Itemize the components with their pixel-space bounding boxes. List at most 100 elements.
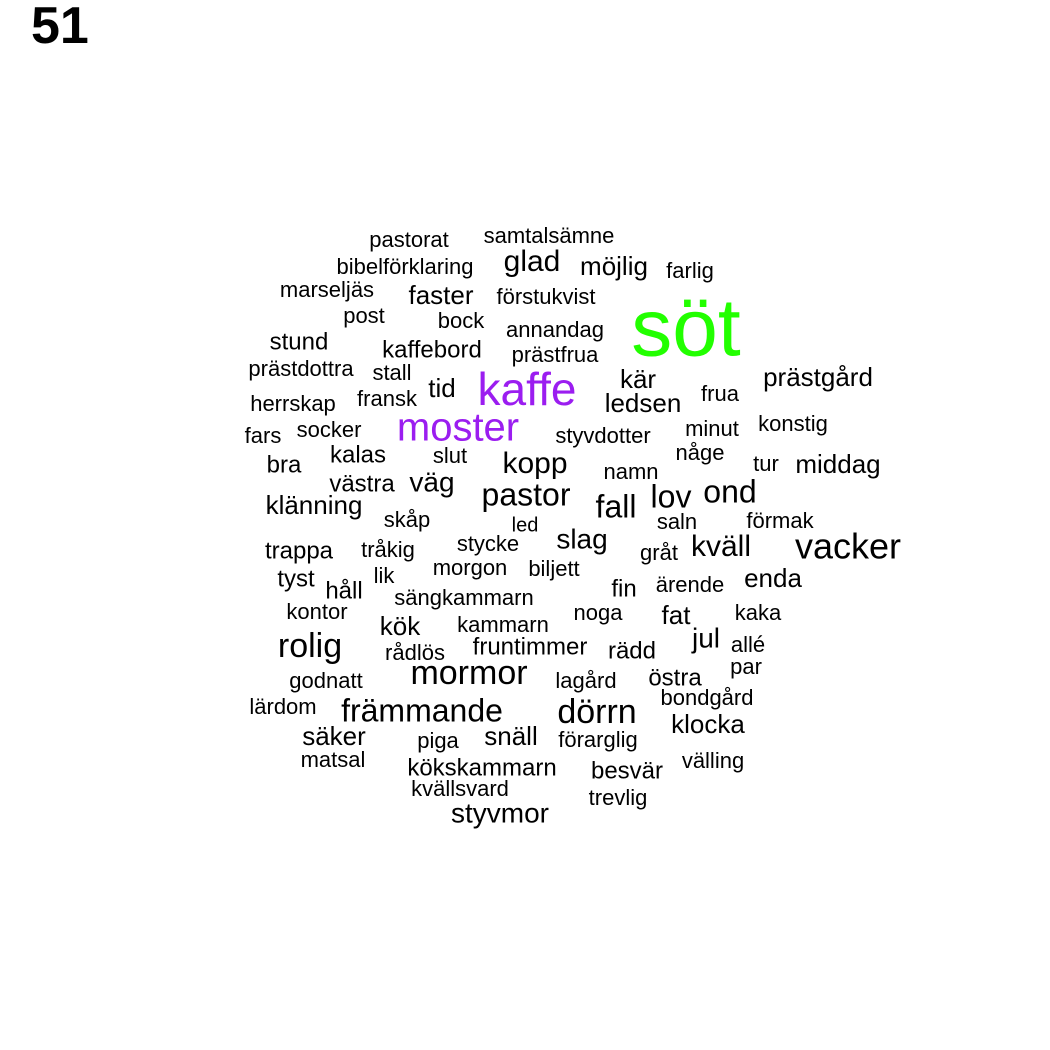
word-trappa: trappa: [265, 537, 334, 564]
word-fransk: fransk: [357, 386, 418, 411]
word-frua: frua: [701, 381, 740, 406]
word-marseljäs: marseljäs: [280, 277, 374, 302]
word-snäll: snäll: [484, 721, 537, 751]
word-lagård: lagård: [555, 668, 616, 693]
word-styvmor: styvmor: [451, 797, 549, 828]
word-klänning: klänning: [266, 490, 363, 520]
word-middag: middag: [795, 449, 880, 479]
word-kalas: kalas: [330, 441, 386, 468]
word-stycke: stycke: [457, 531, 519, 556]
word-förstukvist: förstukvist: [496, 284, 595, 309]
word-pastor: pastor: [482, 476, 571, 512]
word-kopp: kopp: [502, 447, 567, 480]
word-förarglig: förarglig: [558, 727, 637, 752]
word-matsal: matsal: [301, 747, 366, 772]
word-stund: stund: [270, 328, 329, 355]
word-annandag: annandag: [506, 317, 604, 342]
word-prästgård: prästgård: [763, 362, 873, 392]
word-tid: tid: [428, 373, 455, 403]
word-kaka: kaka: [735, 600, 782, 625]
word-fin: fin: [611, 575, 636, 602]
word-möjlig: möjlig: [580, 251, 648, 281]
word-fat: fat: [662, 600, 692, 630]
word-faster: faster: [408, 280, 473, 310]
word-kaffe: kaffe: [478, 363, 577, 415]
word-pastorat: pastorat: [369, 227, 449, 252]
word-stall: stall: [372, 360, 411, 385]
word-mormor: mormor: [410, 654, 527, 692]
word-prästdottra: prästdottra: [248, 356, 354, 381]
word-kaffebord: kaffebord: [382, 336, 482, 363]
word-par: par: [730, 654, 762, 679]
word-bock: bock: [438, 308, 485, 333]
word-gråt: gråt: [640, 540, 678, 565]
word-väg: väg: [409, 466, 454, 497]
word-kökskammarn: kökskammarn: [407, 754, 556, 781]
word-saln: saln: [657, 509, 697, 534]
word-noga: noga: [574, 600, 624, 625]
word-minut: minut: [685, 416, 739, 441]
word-rolig: rolig: [278, 627, 342, 665]
word-ond: ond: [703, 473, 756, 509]
word-tyst: tyst: [277, 565, 315, 592]
word-konstig: konstig: [758, 411, 828, 436]
word-socker: socker: [297, 417, 362, 442]
word-godnatt: godnatt: [289, 668, 362, 693]
word-vacker: vacker: [795, 526, 901, 567]
word-rådlös: rådlös: [385, 640, 445, 665]
word-kök: kök: [380, 611, 421, 641]
word-samtalsämne: samtalsämne: [484, 223, 615, 248]
word-namn: namn: [603, 459, 658, 484]
word-jul: jul: [691, 622, 720, 653]
word-östra: östra: [648, 664, 702, 691]
word-bondgård: bondgård: [661, 685, 754, 710]
word-trevlig: trevlig: [589, 785, 648, 810]
word-sängkammarn: sängkammarn: [394, 585, 533, 610]
word-skåp: skåp: [384, 507, 430, 532]
word-slag: slag: [556, 523, 607, 554]
word-herrskap: herrskap: [250, 391, 336, 416]
word-allé: allé: [731, 632, 765, 657]
word-farlig: farlig: [666, 258, 714, 283]
word-västra: västra: [329, 470, 395, 497]
word-moster: moster: [397, 406, 519, 450]
word-lik: lik: [374, 563, 396, 588]
word-fruntimmer: fruntimmer: [473, 633, 588, 660]
word-ledsen: ledsen: [605, 388, 682, 418]
word-säker: säker: [302, 721, 366, 751]
word-kammarn: kammarn: [457, 612, 549, 637]
word-förmak: förmak: [746, 508, 814, 533]
word-piga: piga: [417, 728, 459, 753]
word-välling: välling: [682, 748, 744, 773]
word-främmande: främmande: [341, 692, 503, 728]
word-lärdom: lärdom: [249, 694, 316, 719]
word-håll: håll: [325, 577, 362, 604]
word-tur: tur: [753, 451, 779, 476]
word-glad: glad: [504, 245, 561, 278]
word-lov: lov: [651, 478, 692, 514]
word-rädd: rädd: [608, 637, 656, 664]
word-slut: slut: [433, 443, 467, 468]
word-klocka: klocka: [671, 709, 745, 739]
word-dörrn: dörrn: [557, 693, 636, 731]
word-fall: fall: [596, 488, 637, 524]
word-kontor: kontor: [286, 599, 347, 624]
word-kvällsvard: kvällsvard: [411, 776, 509, 801]
word-kär: kär: [620, 364, 656, 394]
word-morgon: morgon: [433, 555, 508, 580]
word-söt: söt: [631, 283, 741, 374]
word-besvär: besvär: [591, 757, 663, 784]
word-tråkig: tråkig: [361, 537, 415, 562]
word-enda: enda: [744, 563, 802, 593]
word-post: post: [343, 303, 385, 328]
word-styvdotter: styvdotter: [555, 423, 650, 448]
word-ärende: ärende: [656, 572, 725, 597]
word-någe: någe: [676, 440, 725, 465]
panel-number: 51: [31, 0, 89, 55]
word-fars: fars: [245, 423, 282, 448]
word-bra: bra: [267, 451, 302, 478]
word-prästfrua: prästfrua: [512, 342, 600, 367]
word-biljett: biljett: [528, 556, 579, 581]
word-led: led: [512, 514, 539, 536]
